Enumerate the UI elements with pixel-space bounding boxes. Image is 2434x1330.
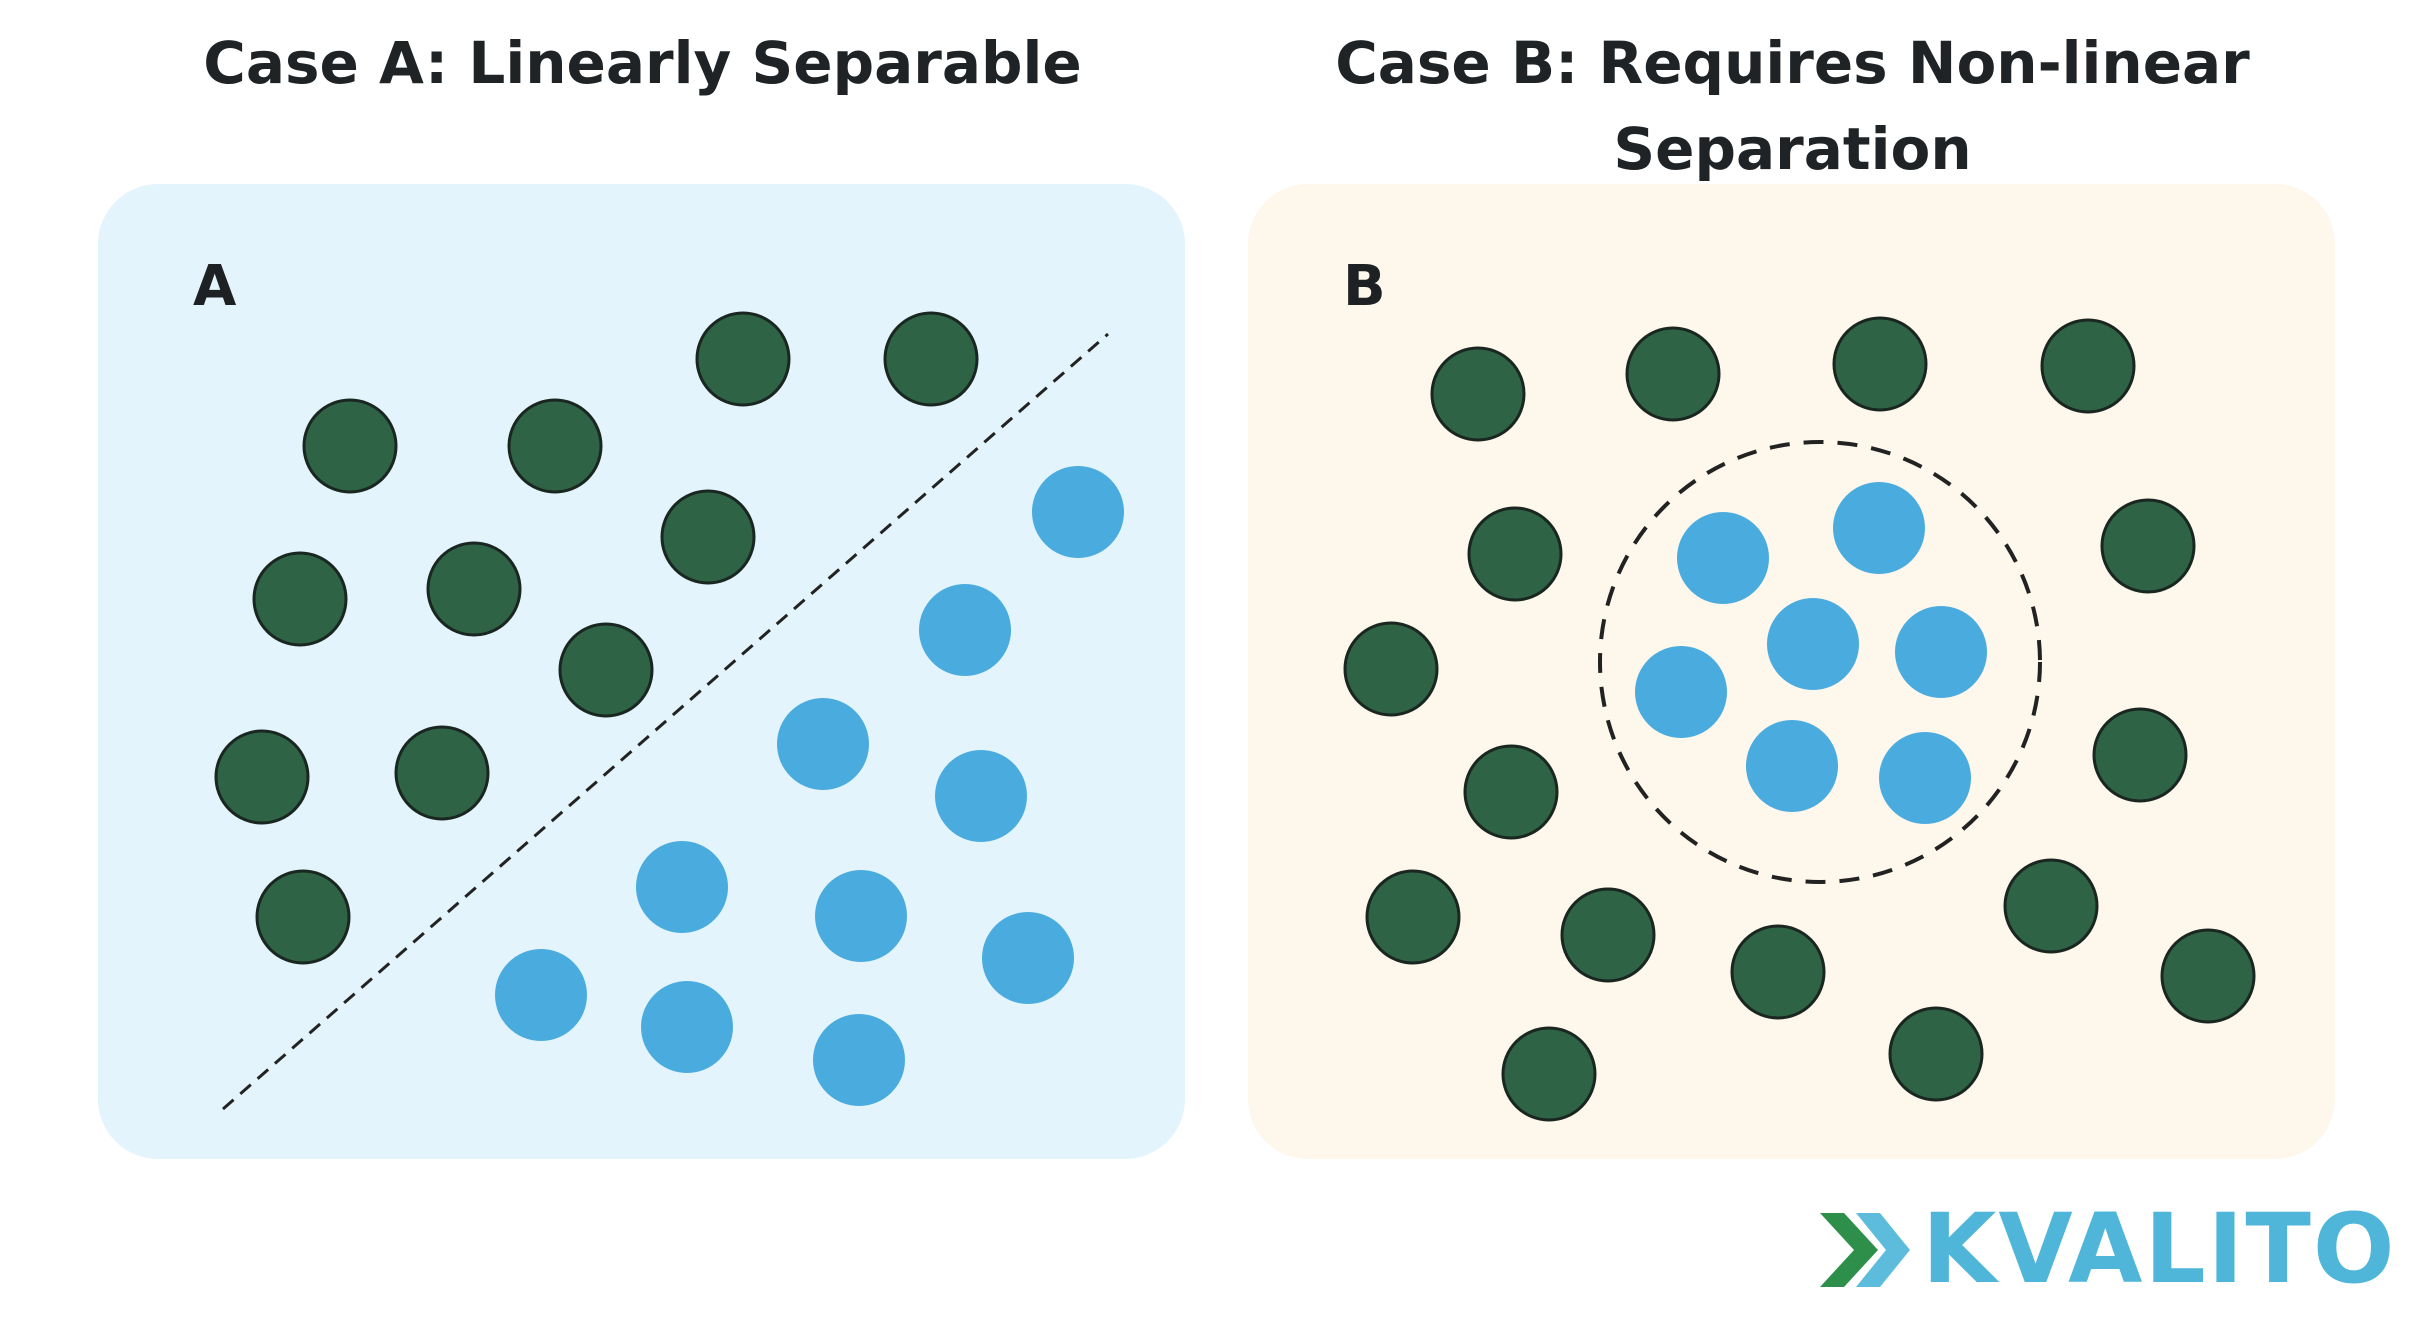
blue-point — [1635, 646, 1727, 738]
logo-text: KVALITO — [1922, 1193, 2397, 1305]
blue-point — [1879, 732, 1971, 824]
green-point — [255, 869, 351, 965]
blue-point — [777, 698, 869, 790]
case-a-title: Case A: Linearly Separable — [203, 29, 1082, 97]
blue-point — [919, 584, 1011, 676]
blue-point — [636, 841, 728, 933]
blue-point — [495, 949, 587, 1041]
panel-b-label: B — [1343, 254, 1386, 319]
green-point — [507, 398, 603, 494]
green-point — [2100, 498, 2196, 594]
green-point — [1343, 621, 1439, 717]
logo-mark-icon — [1820, 1213, 1910, 1287]
circular-decision-boundary — [1598, 440, 2042, 884]
green-point — [1888, 1006, 1984, 1102]
green-point — [695, 311, 791, 407]
linear-decision-boundary — [222, 332, 1109, 1111]
blue-point — [1032, 466, 1124, 558]
green-point — [1560, 887, 1656, 983]
green-point — [1463, 744, 1559, 840]
green-point — [883, 311, 979, 407]
panel-a-label: A — [193, 254, 237, 319]
green-point — [1730, 924, 1826, 1020]
blue-point — [1833, 482, 1925, 574]
blue-point — [1677, 512, 1769, 604]
panel-case-a: A — [98, 184, 1185, 1159]
green-point — [1365, 869, 1461, 965]
blue-point — [1895, 606, 1987, 698]
green-point — [2040, 318, 2136, 414]
blue-point — [982, 912, 1074, 1004]
green-point — [2160, 928, 2256, 1024]
green-point — [558, 622, 654, 718]
green-point — [1832, 316, 1928, 412]
green-point — [2092, 707, 2188, 803]
green-point — [2003, 858, 2099, 954]
green-point — [660, 489, 756, 585]
green-point — [1430, 346, 1526, 442]
blue-point — [1746, 720, 1838, 812]
case-a-plot — [214, 311, 1124, 1111]
green-point — [1501, 1026, 1597, 1122]
green-point — [394, 725, 490, 821]
blue-point — [815, 870, 907, 962]
green-point — [214, 729, 310, 825]
case-b-title: Case B: Requires Non-linear Separation — [1335, 29, 2250, 183]
green-point — [426, 541, 522, 637]
blue-point — [813, 1014, 905, 1106]
blue-point — [641, 981, 733, 1073]
panel-case-b: B — [1248, 184, 2335, 1159]
blue-point — [935, 750, 1027, 842]
kvalito-logo: KVALITO — [1820, 1199, 2394, 1299]
case-b-plot — [1343, 316, 2256, 1122]
green-point — [252, 551, 348, 647]
green-point — [1467, 506, 1563, 602]
blue-point — [1767, 598, 1859, 690]
green-point — [302, 398, 398, 494]
green-point — [1625, 326, 1721, 422]
